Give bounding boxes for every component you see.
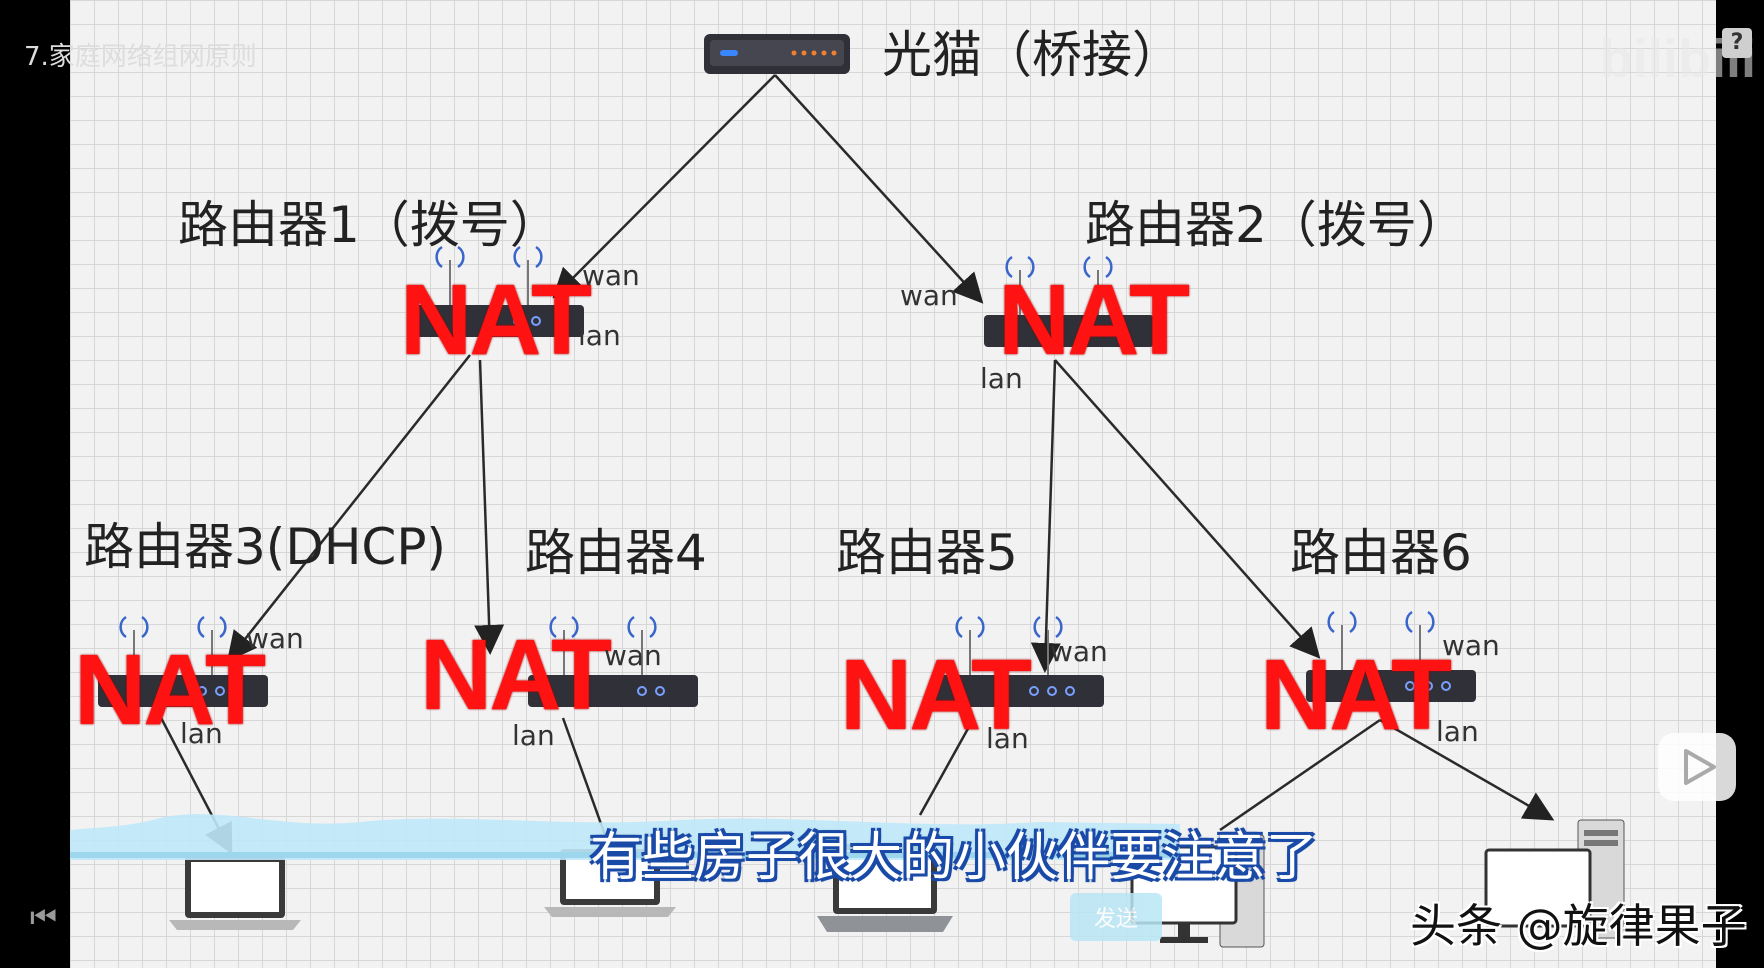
router-label: 路由器6: [1290, 524, 1472, 582]
router-label: 路由器1（拨号）: [178, 196, 560, 254]
nat-label: NAT: [74, 634, 266, 746]
wan-port-label: wan: [246, 622, 304, 655]
nat-label: NAT: [400, 264, 592, 376]
lan-port-label: lan: [180, 717, 223, 750]
wifi-antenna-icon: [435, 245, 543, 269]
wan-port-label: wan: [582, 259, 640, 292]
router-label: 路由器3(DHCP): [84, 518, 446, 576]
diagram-canvas: 光猫（桥接） 路由器1（拨号） NAT wan lan 路由器2（拨号） NAT…: [70, 0, 1716, 968]
skip-back-icon[interactable]: ⏮: [30, 900, 57, 935]
wifi-antenna-icon: [549, 615, 657, 639]
lan-port-label: lan: [578, 319, 621, 352]
nat-label: NAT: [420, 619, 612, 731]
laptop-icon: [169, 856, 301, 930]
wifi-antenna-icon: [955, 615, 1063, 639]
nat-label: NAT: [1260, 639, 1452, 751]
router-icon: [98, 615, 268, 707]
link-r2-r6: [1054, 359, 1321, 659]
wifi-antenna-icon: [1327, 610, 1435, 634]
desktop-pc-icon: [1484, 819, 1625, 939]
modem-label: 光猫（桥接）: [882, 26, 1182, 84]
link-r6-desktop1: [1219, 718, 1381, 832]
link-r1-r4: [474, 359, 505, 655]
link-modem-r1: [552, 74, 776, 299]
link-modem-r2: [774, 74, 984, 304]
connections: [156, 74, 1555, 855]
wan-port-label: wan: [900, 279, 958, 312]
router-icon: [984, 255, 1154, 347]
router-icon: [934, 615, 1104, 707]
modem-icon: [704, 34, 850, 74]
wan-port-label: wan: [1442, 629, 1500, 662]
lan-port-label: lan: [986, 722, 1029, 755]
router-icon: [1306, 610, 1476, 702]
router-icon: [528, 615, 698, 707]
lan-port-label: lan: [980, 362, 1023, 395]
help-icon[interactable]: ?: [1722, 28, 1752, 58]
subtitle-caption: 有些房子很大的小伙伴要注意了: [590, 828, 1319, 888]
send-button[interactable]: 发送: [1070, 893, 1162, 941]
nat-label: NAT: [998, 264, 1190, 376]
wan-port-label: wan: [1050, 635, 1108, 668]
play-button[interactable]: [1658, 733, 1736, 801]
wifi-antenna-icon: [1005, 255, 1113, 279]
router-label: 路由器5: [836, 524, 1018, 582]
wan-port-label: wan: [604, 639, 662, 672]
link-r6-desktop2: [1379, 718, 1555, 821]
play-icon: [1684, 749, 1716, 785]
lan-port-label: lan: [512, 719, 555, 752]
link-r1-r3: [226, 354, 471, 662]
video-title: 7.家庭网络组网原则: [24, 42, 257, 72]
link-r2-r5: [1030, 359, 1061, 673]
link-r4-laptop2: [561, 717, 607, 836]
progress-wave: [70, 814, 1180, 860]
router-icon: [414, 245, 584, 337]
watermark-text: 头条 @旋律果子: [1410, 899, 1747, 953]
wifi-antenna-icon: [119, 615, 227, 639]
lan-port-label: lan: [1436, 715, 1479, 748]
nat-label: NAT: [840, 639, 1032, 751]
router-label: 路由器4: [525, 524, 707, 582]
link-r5-laptop3: [918, 724, 972, 816]
laptop-icon: [544, 849, 676, 917]
router-label: 路由器2（拨号）: [1085, 196, 1467, 254]
